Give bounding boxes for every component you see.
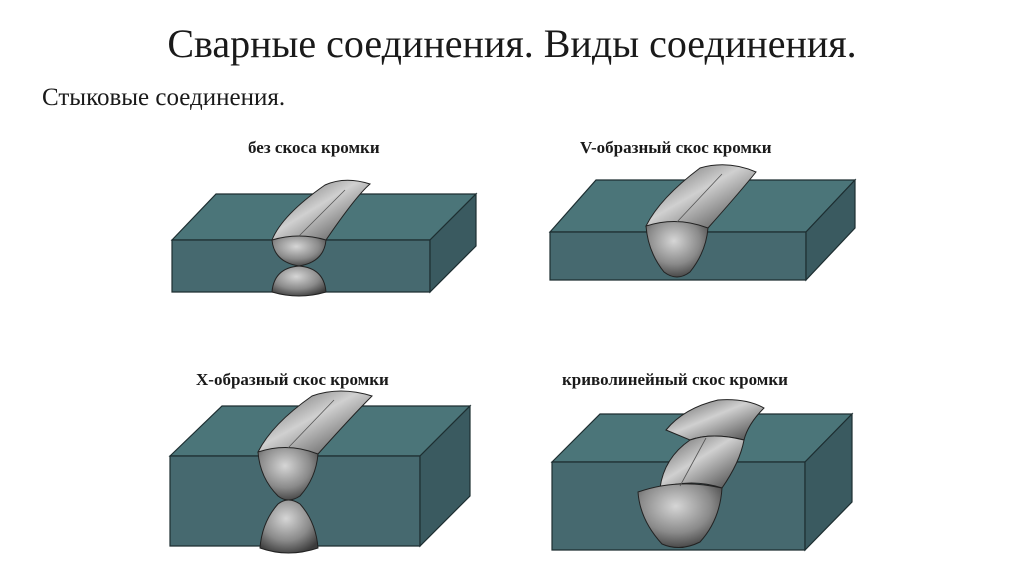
weld-bead-top: [257, 390, 373, 455]
diagram-x-bevel: [168, 390, 472, 554]
plate-side: [429, 192, 477, 294]
diagram-no-bevel: [170, 179, 478, 297]
weld-x-upper: [257, 447, 319, 501]
weld-curved-groove: [637, 483, 723, 548]
caption-curved-bevel: криволинейный скос кромки: [562, 370, 788, 389]
weld-seam-line: [287, 399, 335, 449]
caption-x-bevel: X-образный скос кромки: [196, 370, 389, 389]
slide-subtitle: Стыковые соединения.: [42, 84, 286, 111]
plate-side: [804, 412, 853, 552]
weld-bead-middle: [659, 435, 745, 489]
weld-seam-line: [676, 173, 723, 223]
caption-no-bevel: без скоса кромки: [248, 138, 380, 157]
weld-seam-line: [679, 437, 707, 487]
plate-side: [419, 404, 471, 548]
weld-bead-top: [271, 179, 372, 241]
weld-cap-bottom: [271, 265, 327, 297]
diagram-curved-bevel: [550, 399, 854, 552]
diagram-v-bevel: [548, 164, 857, 282]
weld-seam-line: [298, 189, 346, 237]
slide-title: Сварные соединения. Виды соединения.: [167, 21, 857, 66]
plate-side: [805, 178, 856, 282]
weld-x-lower: [259, 499, 319, 554]
weld-v-groove: [645, 220, 709, 278]
caption-v-bevel: V-образный скос кромки: [580, 138, 772, 157]
